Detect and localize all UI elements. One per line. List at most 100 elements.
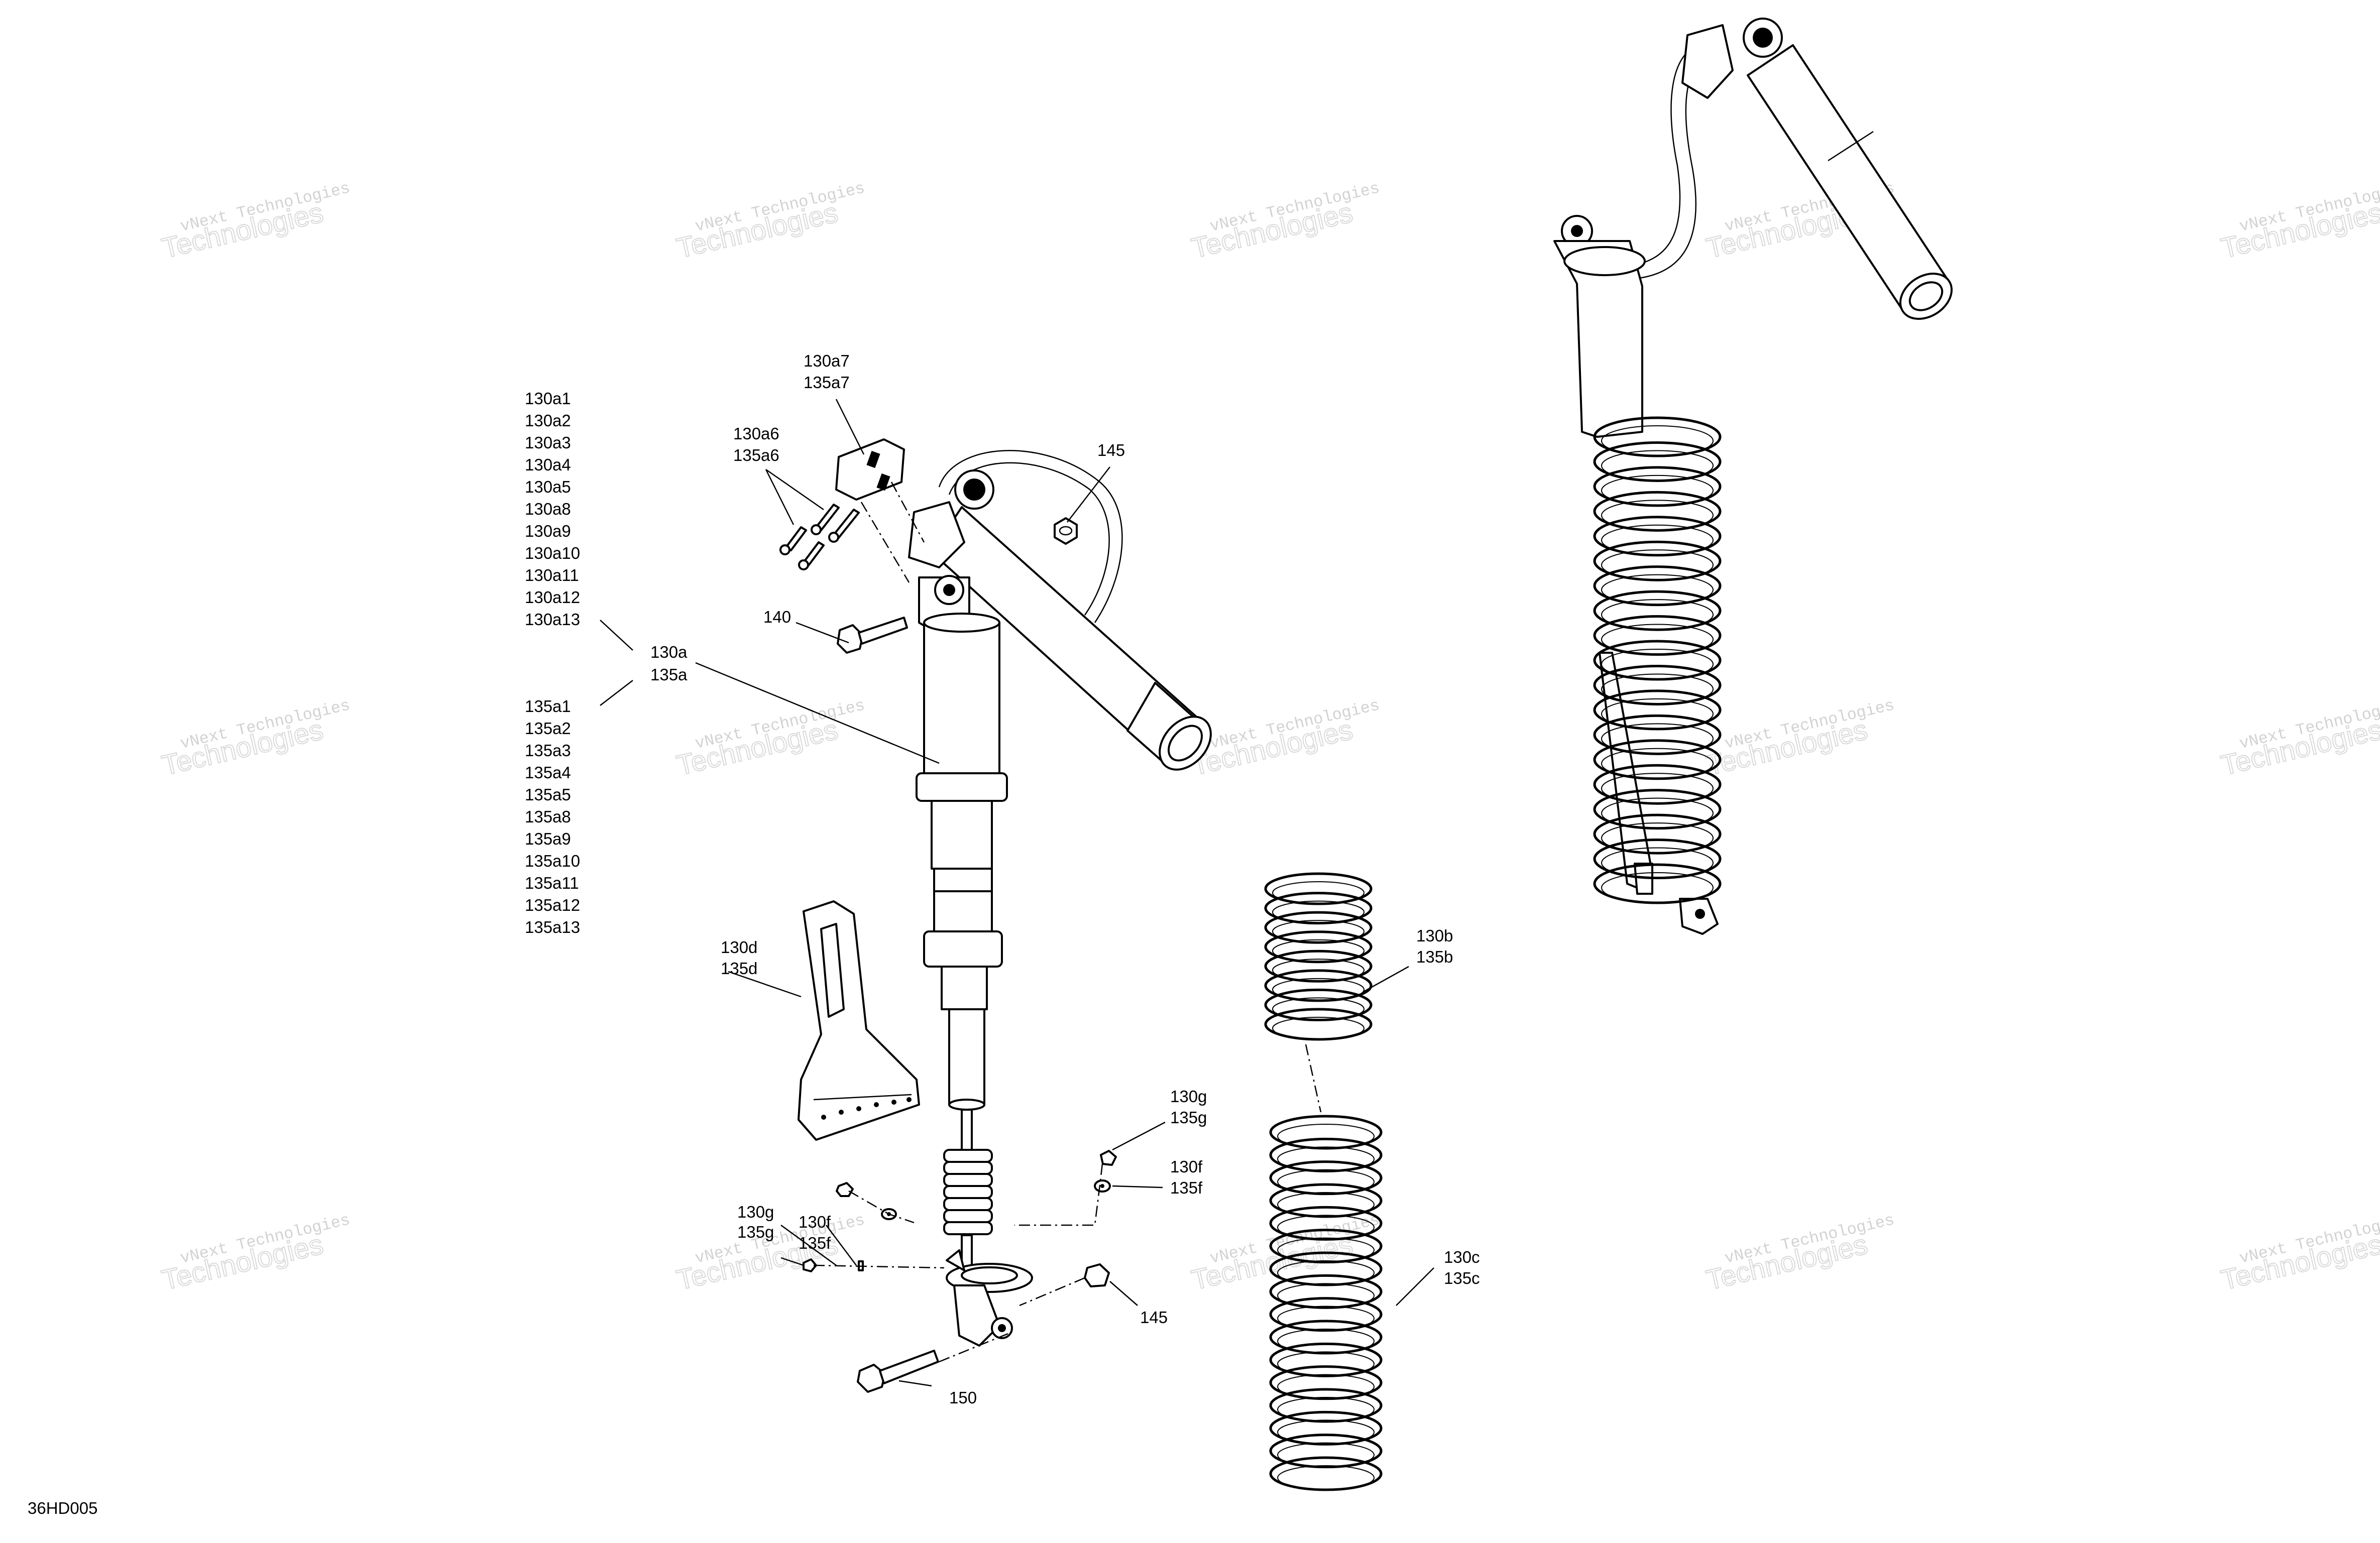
part-number-label: 135a3 [525, 741, 571, 760]
part-number-label: 135a11 [525, 874, 579, 892]
spring-coil-inner [1601, 649, 1714, 680]
spring-coil-inner [1272, 959, 1365, 982]
spring-coil-inner [1277, 1169, 1375, 1195]
spring-coil-inner [1277, 1215, 1375, 1240]
part-number-label: 130a12 [525, 588, 580, 607]
part-number-label: 135a8 [525, 807, 571, 826]
label-145-bottom: 145 [1140, 1308, 1168, 1327]
callout-labels: 130a1130a2130a3130a4130a5130a8130a9130a1… [28, 351, 1480, 1517]
spring-coil-inner [1272, 997, 1365, 1021]
label-130d: 130d [721, 938, 757, 957]
spring-coil-inner [1277, 1283, 1375, 1309]
spring-coil-inner [1272, 900, 1365, 924]
spring-coil-inner [1601, 524, 1714, 556]
label-135g-left: 135g [737, 1223, 774, 1241]
label-130b: 130b [1416, 926, 1453, 945]
part-number-label: 130a1 [525, 389, 571, 408]
label-145-top: 145 [1097, 441, 1125, 459]
label-135a6: 135a6 [733, 446, 779, 464]
spring-coil-inner [1601, 624, 1714, 655]
spring-coil-inner [1277, 1374, 1375, 1399]
diagram-id: 36HD005 [28, 1499, 97, 1517]
spring-coil-inner [1277, 1397, 1375, 1422]
spring-coil-inner [1601, 500, 1714, 531]
part-number-label: 130a13 [525, 610, 580, 629]
leader-lines [600, 399, 1434, 1387]
spring-coil-inner [1601, 474, 1714, 506]
spring-coil-inner [1601, 847, 1714, 879]
spring-coil-inner [1601, 599, 1714, 631]
hardware-small [803, 1150, 1117, 1287]
label-135f-right: 135f [1170, 1178, 1203, 1197]
shock-absorber-assembled [1553, 18, 1953, 935]
part-number-label: 135a10 [525, 852, 580, 870]
spring-coil-inner [1272, 939, 1365, 963]
spring-coil-inner [1277, 1192, 1375, 1217]
part-number-label: 135a1 [525, 697, 571, 716]
spring-coil-inner [1277, 1465, 1375, 1490]
part-number-label: 135a12 [525, 896, 580, 914]
label-150: 150 [949, 1388, 977, 1407]
part-number-label: 130a11 [525, 566, 579, 584]
part-number-label: 130a9 [525, 522, 571, 540]
spring-coil-inner [1601, 797, 1714, 829]
part-number-label: 135a2 [525, 719, 571, 738]
label-130a7: 130a7 [804, 351, 850, 370]
spring-coil-inner [1277, 1124, 1375, 1149]
spring-coil-inner [1601, 723, 1714, 755]
label-130c: 130c [1444, 1248, 1480, 1266]
part-number-label: 130a10 [525, 544, 580, 562]
part-number-label: 135a5 [525, 785, 571, 804]
label-135b: 135b [1416, 947, 1453, 966]
label-130f-left: 130f [799, 1213, 831, 1231]
label-135g-right: 135g [1170, 1108, 1207, 1127]
guard-130d [798, 900, 920, 1141]
spring-coil-inner [1277, 1237, 1375, 1263]
part-number-label: 130a3 [525, 433, 571, 452]
spring-coil-inner [1277, 1442, 1375, 1468]
spring-coil-inner [1601, 673, 1714, 705]
label-135a7: 135a7 [804, 373, 850, 392]
label-135c: 135c [1444, 1269, 1480, 1287]
spring-coil-inner [1601, 773, 1714, 804]
part-number-label: 135a9 [525, 829, 571, 848]
spring-coil-inner [1601, 822, 1714, 854]
label-140: 140 [763, 608, 791, 626]
label-135d: 135d [721, 959, 757, 978]
spring-130c [1269, 1115, 1383, 1491]
spring-coil-inner [1277, 1146, 1375, 1172]
bolt-140 [837, 617, 908, 654]
spring-coil-inner [1601, 748, 1714, 779]
part-number-label: 130a8 [525, 500, 571, 518]
spring-coil-inner [1601, 698, 1714, 730]
spring-coil-inner [1601, 549, 1714, 581]
spring-coil-inner [1601, 872, 1714, 903]
label-130a6: 130a6 [733, 424, 779, 443]
nut-145-top [1054, 517, 1078, 545]
part-number-label: 130a5 [525, 478, 571, 496]
label-135f-left: 135f [799, 1234, 831, 1252]
bump-stop [943, 1149, 993, 1235]
bracket-130a7 [835, 438, 905, 501]
spring-coil-inner [1277, 1305, 1375, 1331]
part-number-label: 135a4 [525, 763, 571, 782]
label-130f-right: 130f [1170, 1157, 1203, 1176]
shock-absorber-exploded [908, 450, 1212, 1347]
label-130g-right: 130g [1170, 1087, 1207, 1106]
spring-coil-inner [1272, 881, 1365, 904]
spring-130b [1264, 872, 1373, 1041]
spring-coil-inner [1601, 574, 1714, 606]
spring-coil-inner [1272, 978, 1365, 1001]
